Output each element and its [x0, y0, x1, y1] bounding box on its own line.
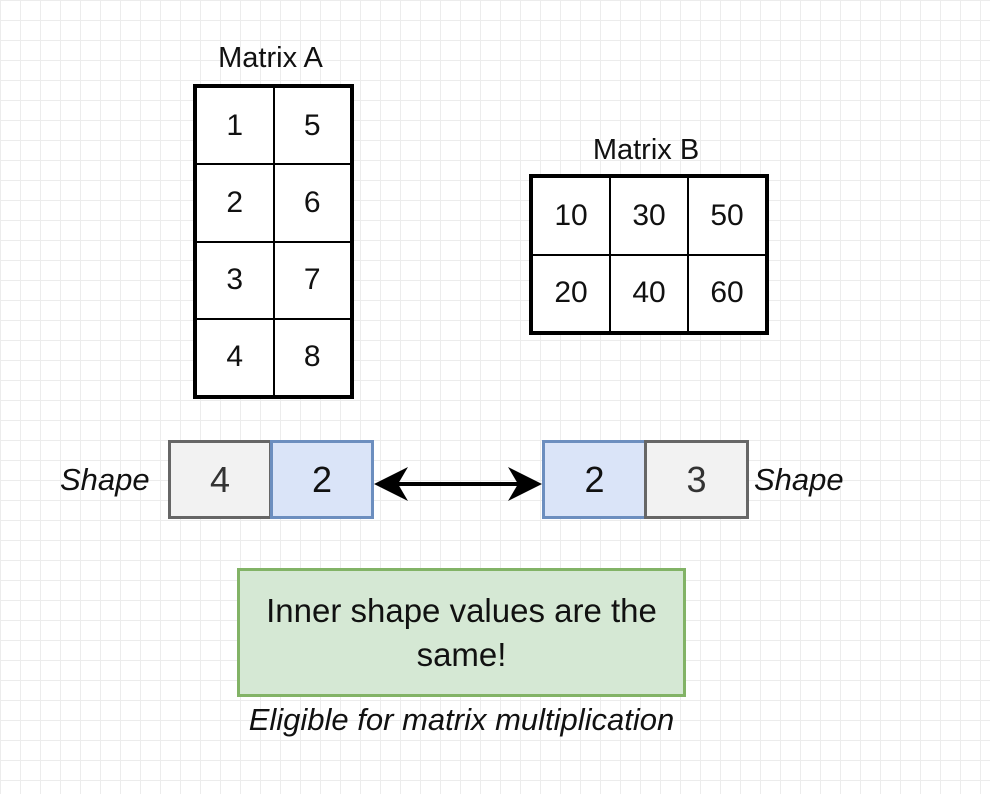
- matrix-b: 10 30 50 20 40 60: [529, 174, 769, 335]
- matrix-b-cell: 10: [532, 177, 610, 255]
- matrix-a-cell: 2: [196, 164, 274, 242]
- shape-a-outer-dim: 4: [168, 440, 272, 519]
- note-box: Inner shape values are the same!: [237, 568, 686, 697]
- shape-b-inner-dim: 2: [542, 440, 647, 519]
- matrix-b-cell: 30: [610, 177, 688, 255]
- matrix-b-cell: 50: [688, 177, 766, 255]
- matrix-a-cell: 8: [273, 318, 351, 396]
- matrix-a-cell: 7: [273, 241, 351, 319]
- matrix-b-title: Matrix B: [592, 134, 700, 166]
- matrix-b-cell: 40: [610, 254, 688, 332]
- matrix-a-cell: 5: [273, 87, 351, 165]
- shape-a-label: Shape: [60, 462, 150, 497]
- matrix-a-cell: 3: [196, 241, 274, 319]
- matrix-a-cell: 1: [196, 87, 274, 165]
- shape-b-label: Shape: [754, 462, 844, 497]
- matrix-a-cell: 6: [273, 164, 351, 242]
- matrix-a: 1 5 2 6 3 7 4 8: [193, 84, 354, 399]
- shape-b-outer-dim: 3: [644, 440, 749, 519]
- caption: Eligible for matrix multiplication: [248, 702, 675, 737]
- matrix-a-title: Matrix A: [218, 42, 323, 74]
- matrix-a-cell: 4: [196, 318, 274, 396]
- double-arrow-icon: [374, 467, 542, 501]
- matrix-b-cell: 60: [688, 254, 766, 332]
- matrix-b-cell: 20: [532, 254, 610, 332]
- shape-a-inner-dim: 2: [270, 440, 374, 519]
- note-text: Inner shape values are the same!: [266, 591, 657, 673]
